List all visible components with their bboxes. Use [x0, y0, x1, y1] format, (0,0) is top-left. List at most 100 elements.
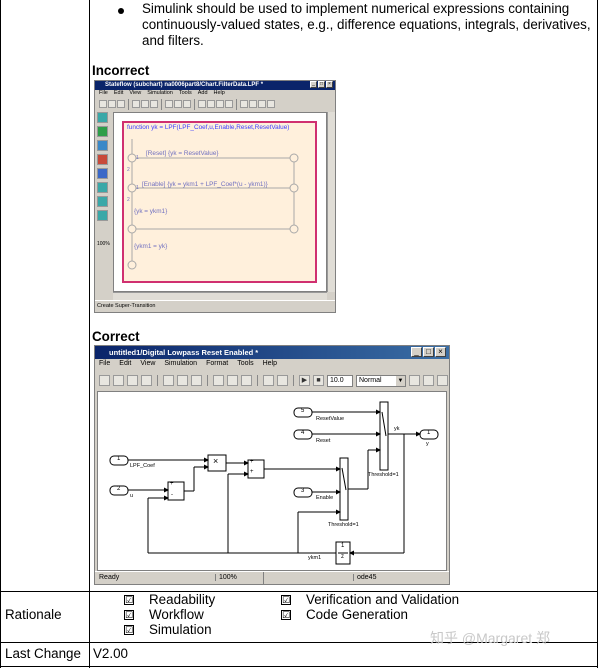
label-lpf-coef: LPF_Coef: [130, 463, 155, 469]
sim-mode-value: Normal: [359, 376, 382, 384]
sl-new-icon[interactable]: [99, 375, 110, 386]
switch-reset: [379, 401, 389, 471]
inport-3-number: 3: [301, 488, 305, 494]
status-solver: ode45: [353, 574, 376, 581]
maximize-button[interactable]: □: [318, 81, 325, 88]
sl-up-icon[interactable]: [241, 375, 252, 386]
sl-paste-icon[interactable]: [191, 375, 202, 386]
sl-menu-view[interactable]: View: [140, 360, 156, 367]
sl-explorer-icon[interactable]: [423, 375, 434, 386]
open-icon[interactable]: [108, 100, 116, 108]
sl-print-icon[interactable]: [141, 375, 152, 386]
minimize-button[interactable]: _: [310, 81, 317, 88]
function-signature: function yk = LPF(LPF_Coef,u,Enable,Rese…: [127, 124, 290, 131]
priority-label-2: 2: [127, 167, 130, 173]
last-change-value: V2.00: [93, 646, 128, 661]
row-divider-top: [0, 591, 598, 592]
debug-icon[interactable]: [240, 100, 248, 108]
box-tool-icon[interactable]: [97, 196, 108, 207]
stateflow-window: Stateflow (subchart) na0006part8/Chart.F…: [94, 80, 336, 313]
stateflow-palette: [97, 112, 111, 236]
stop-time-field[interactable]: 10.0: [327, 374, 353, 387]
sum-top-plus-2: +: [250, 469, 254, 475]
menu-add[interactable]: Add: [197, 90, 208, 96]
row-divider-bottom: [0, 666, 598, 667]
sl-menu-format[interactable]: Format: [206, 360, 229, 367]
sl-save-icon[interactable]: [127, 375, 138, 386]
sl-copy-icon[interactable]: [177, 375, 188, 386]
menu-view[interactable]: View: [129, 90, 142, 96]
simulink-statusbar: Ready 100% ode45: [95, 571, 449, 584]
simulink-close-button[interactable]: ×: [435, 347, 446, 357]
simulink-maximize-button[interactable]: □: [423, 347, 434, 357]
stateflow-titlebar: Stateflow (subchart) na0006part8/Chart.F…: [95, 81, 335, 90]
sl-menu-edit[interactable]: Edit: [119, 360, 132, 367]
sl-library-icon[interactable]: [409, 375, 420, 386]
pause-icon[interactable]: [216, 100, 224, 108]
save-icon[interactable]: [117, 100, 125, 108]
sl-back-icon[interactable]: [213, 375, 224, 386]
stateflow-menubar: File Edit View Simulation Tools Add Help: [95, 90, 335, 96]
rationale-code-generation: Code Generation: [306, 607, 408, 622]
horizontal-scrollbar[interactable]: [113, 292, 327, 300]
function-tool-icon[interactable]: [97, 182, 108, 193]
sl-undo-icon[interactable]: [263, 375, 274, 386]
sl-menu-simulation[interactable]: Simulation: [164, 360, 198, 367]
junction-6: [289, 224, 299, 234]
outport-number: 1: [427, 430, 431, 436]
junction-tool-icon[interactable]: [97, 154, 108, 165]
sl-start-icon[interactable]: ▶: [299, 375, 310, 386]
simulink-minimize-button[interactable]: _: [411, 347, 422, 357]
find-icon[interactable]: [258, 100, 266, 108]
label-enable: Enable: [316, 495, 334, 501]
sim-mode-select[interactable]: Normal ▼: [356, 374, 406, 387]
label-reset: Reset: [316, 438, 331, 444]
checkbox-workflow: ☑: [124, 610, 134, 620]
state-tool-icon[interactable]: [97, 112, 108, 123]
explorer-icon[interactable]: [249, 100, 257, 108]
stop-icon[interactable]: [225, 100, 233, 108]
close-button[interactable]: ×: [326, 81, 333, 88]
table-column-divider: [89, 0, 90, 668]
label-y: y: [426, 441, 429, 447]
sl-menu-tools[interactable]: Tools: [237, 360, 254, 367]
sl-redo-icon[interactable]: [277, 375, 288, 386]
sl-cut-icon[interactable]: [163, 375, 174, 386]
play-icon[interactable]: [207, 100, 215, 108]
paste-icon[interactable]: [150, 100, 158, 108]
status-ready: Ready: [99, 574, 120, 581]
default-transition-tool-icon[interactable]: [97, 140, 108, 151]
sl-forward-icon[interactable]: [227, 375, 238, 386]
simulink-menubar: File Edit View Simulation Format Tools H…: [95, 360, 449, 367]
menu-help[interactable]: Help: [213, 90, 225, 96]
menu-file[interactable]: File: [99, 90, 108, 96]
truth-table-tool-icon[interactable]: [97, 168, 108, 179]
model-icon[interactable]: [267, 100, 275, 108]
build-icon[interactable]: [198, 100, 206, 108]
subchart-tool-icon[interactable]: [97, 210, 108, 221]
sl-debug-icon[interactable]: [437, 375, 448, 386]
vertical-scrollbar[interactable]: [327, 112, 335, 292]
label-reset-value: ResetValue: [316, 416, 345, 422]
simulink-titlebar: untitled1/Digital Lowpass Reset Enabled …: [95, 346, 449, 359]
back-icon[interactable]: [165, 100, 173, 108]
forward-icon[interactable]: [174, 100, 182, 108]
new-icon[interactable]: [99, 100, 107, 108]
history-tool-icon[interactable]: [97, 126, 108, 137]
checkbox-simulation: ☑: [124, 625, 134, 635]
sl-stop-icon[interactable]: ■: [313, 375, 324, 386]
sl-open-icon[interactable]: [113, 375, 124, 386]
menu-edit[interactable]: Edit: [113, 90, 124, 96]
priority-label-4: 2: [127, 197, 130, 203]
up-icon[interactable]: [183, 100, 191, 108]
stateflow-statusbar: Create Super-Transition: [95, 300, 335, 312]
delay-denominator: z: [341, 554, 344, 560]
menu-tools[interactable]: Tools: [178, 90, 192, 96]
rationale-verification: Verification and Validation: [306, 592, 460, 607]
simulink-window-title: untitled1/Digital Lowpass Reset Enabled …: [109, 348, 259, 357]
menu-simulation[interactable]: Simulation: [147, 90, 173, 96]
sl-menu-help[interactable]: Help: [262, 360, 277, 367]
sl-menu-file[interactable]: File: [99, 360, 111, 367]
copy-icon[interactable]: [141, 100, 149, 108]
cut-icon[interactable]: [132, 100, 140, 108]
